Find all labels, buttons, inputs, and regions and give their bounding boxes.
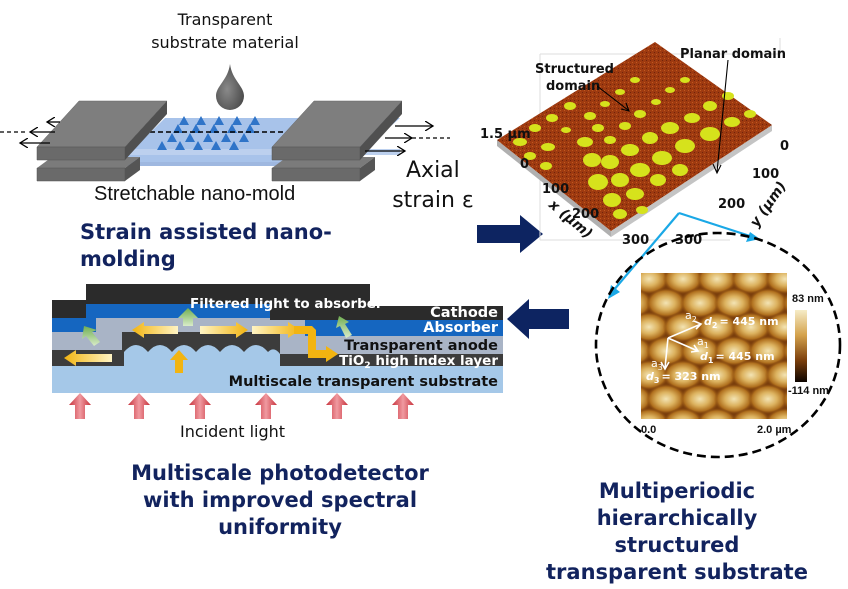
afm-bump — [714, 288, 754, 318]
afm-x-min-label: 0.0 — [641, 424, 657, 436]
filtered-light-label: Filtered light to absorber — [190, 296, 383, 312]
z-label: 1.5 µm — [480, 127, 531, 142]
substrate-layer — [52, 366, 503, 393]
afm-bump — [731, 312, 771, 342]
afm-bump — [731, 360, 771, 390]
y-tick-0: 0 — [780, 139, 789, 154]
afm-bump — [697, 312, 737, 342]
afm-bump — [765, 312, 787, 342]
afm-bump — [641, 360, 669, 390]
planar-label: Planar domain — [680, 47, 786, 62]
anode-label: Transparent anode — [344, 338, 498, 354]
afm-3d-ticks: 1.5 µm 0 100 200 300 0 100 200 300 — [480, 127, 789, 248]
afm-bump — [748, 384, 787, 414]
afm-bump — [663, 408, 703, 419]
molding-illustration — [0, 64, 450, 182]
afm-bump — [782, 341, 787, 361]
afm-bump — [765, 360, 787, 390]
afm-3d-surface: 1.5 µm 0 100 200 300 0 100 200 300 x (µm… — [480, 38, 790, 248]
x-tick-200: 200 — [572, 207, 599, 222]
right-clamp — [271, 100, 403, 182]
mold-label: Stretchable nano-mold — [94, 183, 296, 205]
colorbar-max-label: 83 nm — [792, 293, 824, 305]
strain-label: Axial strain ε — [392, 158, 474, 213]
d2-label: d2= 445 nm — [704, 315, 779, 330]
y-tick-300: 300 — [675, 233, 702, 248]
y-tick-100: 100 — [752, 167, 779, 182]
molding-caption: Strain assisted nano- molding — [80, 220, 332, 271]
drop-label: Transparent substrate material — [151, 10, 299, 52]
substrate-caption: Multiperiodic hierarchically structured … — [546, 479, 808, 584]
liquid-drop-icon — [216, 64, 244, 110]
afm-bump — [748, 336, 787, 366]
afm-bump — [697, 360, 737, 390]
x-tick-0: 0 — [520, 157, 529, 172]
cathode-label: Cathode — [430, 305, 498, 321]
afm-bump — [714, 384, 754, 414]
vector-a1-label: a1 — [697, 335, 709, 350]
afm-bump — [765, 408, 787, 419]
structured-label-2: domain — [546, 79, 600, 94]
guided-light-arrows — [64, 322, 338, 373]
afm-bump — [641, 312, 669, 342]
afm-bump — [731, 408, 771, 419]
afm-bump — [663, 312, 703, 342]
d1-label: d1= 445 nm — [700, 350, 775, 365]
strain-arrows-left — [0, 122, 60, 143]
vector-a2-label: a2 — [685, 309, 697, 324]
afm-bump — [641, 408, 669, 419]
left-clamp — [36, 100, 168, 182]
afm-bump — [782, 389, 787, 409]
zoom-circle — [594, 231, 842, 459]
afm-2d-image — [641, 273, 787, 419]
y-tick-200: 200 — [718, 197, 745, 212]
afm-bump — [748, 288, 787, 318]
tio2-label: TiO2 high index layer — [339, 353, 498, 371]
afm-bump — [663, 360, 703, 390]
afm-bump — [646, 384, 686, 414]
afm-bump — [731, 273, 771, 294]
afm-bump — [714, 336, 754, 366]
incident-light-arrows — [69, 393, 414, 419]
photodetector-caption: Multiscale photodetector with improved s… — [131, 461, 429, 539]
afm-x-max-label: 2.0 µm — [757, 424, 792, 436]
afm-bump — [697, 273, 737, 294]
d3-label: d3= 323 nm — [646, 370, 721, 385]
structured-label-1: Structured — [535, 62, 614, 77]
device-stack: Cathode Absorber Transparent anode TiO2 … — [52, 284, 503, 419]
afm-bump — [663, 273, 703, 294]
process-arrow-right — [477, 215, 543, 253]
afm-bump — [646, 288, 686, 318]
zoom-pointer-lines — [608, 211, 760, 299]
afm-bump — [680, 336, 720, 366]
afm-2d-overlay: a2 a1 a3 d2= 445 nm d1= 445 nm d3= 323 n… — [646, 309, 779, 385]
substrate-label: Multiscale transparent substrate — [229, 374, 499, 390]
planar-domains — [513, 77, 756, 219]
afm-bump — [697, 408, 737, 419]
afm-colorbar — [795, 310, 807, 382]
absorber-label: Absorber — [423, 320, 499, 336]
process-arrow-left — [507, 299, 569, 339]
colorbar-min-label: -114 nm — [788, 385, 829, 397]
afm-bump — [680, 384, 720, 414]
nano-features — [157, 116, 260, 150]
cathode-layer — [52, 284, 503, 320]
strain-arrows-right — [365, 126, 450, 151]
x-tick-300: 300 — [622, 233, 649, 248]
incident-light-label: Incident light — [180, 422, 286, 441]
x-tick-100: 100 — [542, 182, 569, 197]
filtered-light-arrows — [82, 308, 352, 346]
afm-bump — [782, 293, 787, 313]
afm-bump — [680, 288, 720, 318]
vector-a3-label: a3 — [651, 357, 663, 372]
